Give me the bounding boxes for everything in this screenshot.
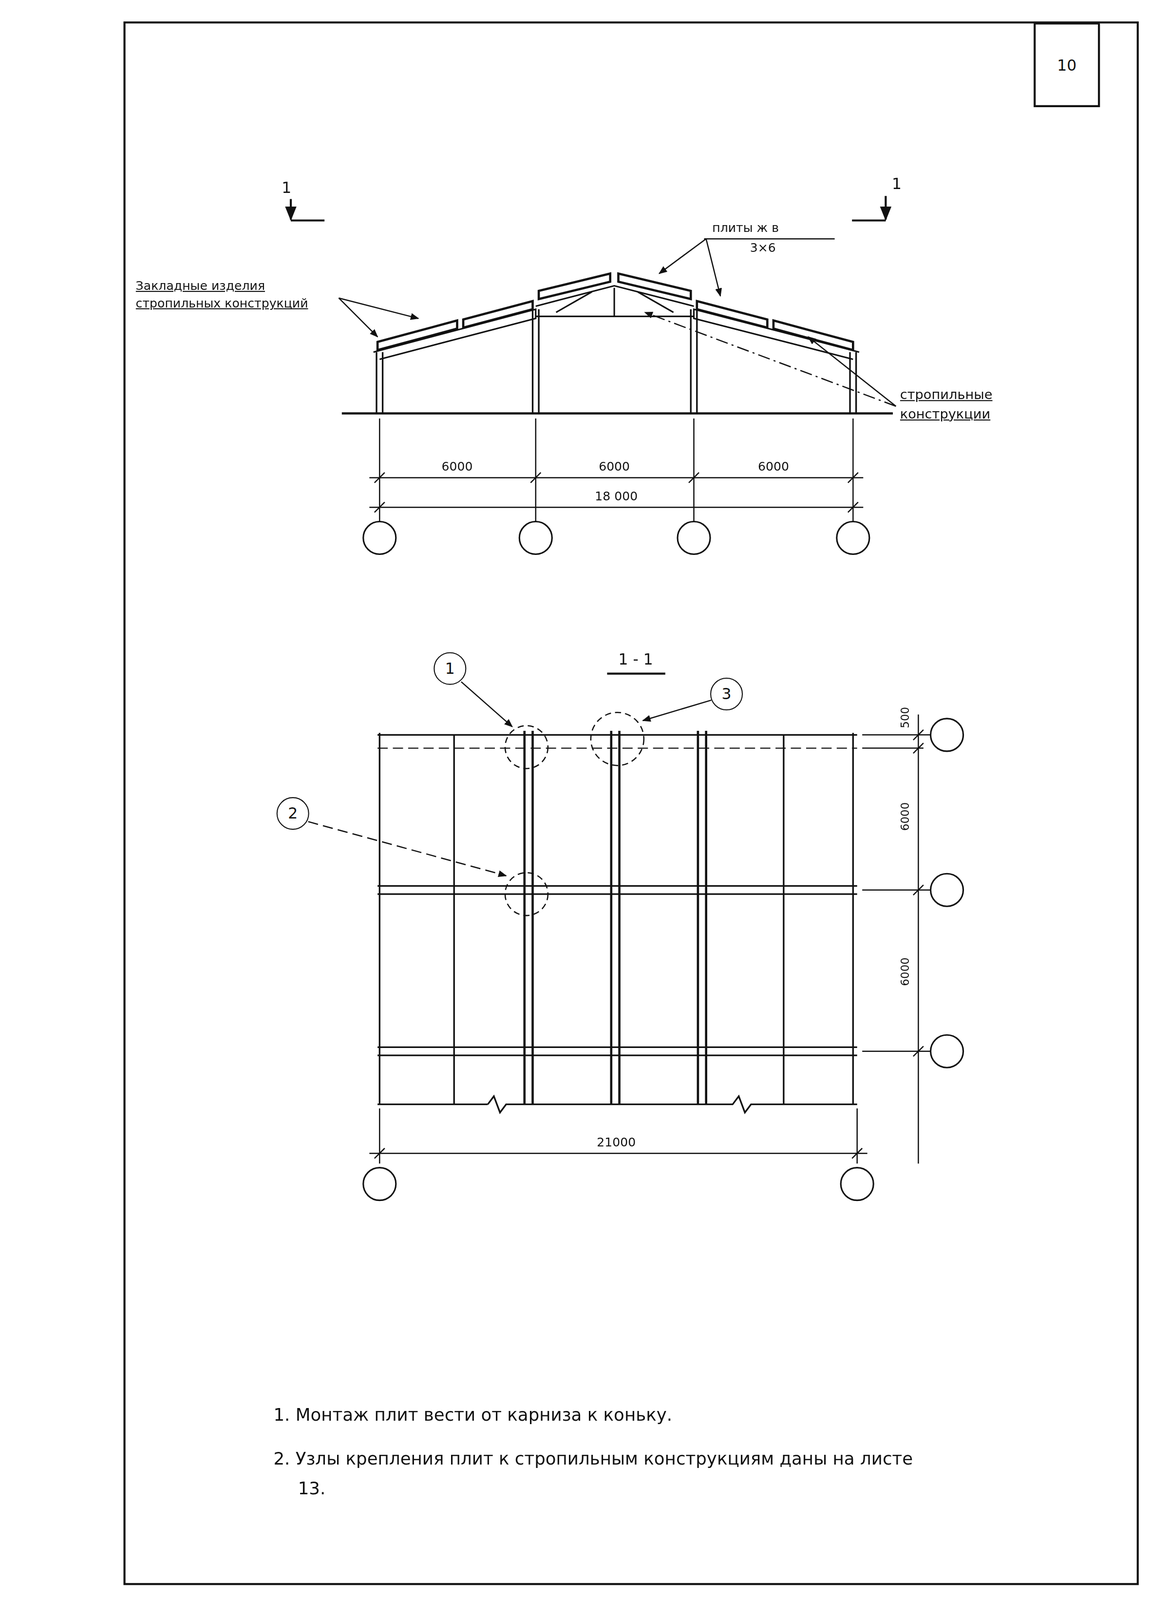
- part-label: стропильные конструкции: [900, 385, 1054, 425]
- dimension: 6000: [441, 460, 473, 475]
- note: 1. Монтаж плит вести от карниза к коньку…: [273, 1399, 673, 1430]
- section-mark: 1: [281, 179, 292, 198]
- callout-number: 1: [433, 652, 467, 685]
- node-text: 10: [1056, 55, 1077, 75]
- sheet-number-box: 10: [1033, 22, 1100, 108]
- section-title: 1 - 1: [618, 651, 653, 669]
- section-mark: 1: [891, 175, 902, 193]
- dimension: 6000: [598, 460, 630, 475]
- dimension: 500: [899, 704, 913, 731]
- node-text: 3: [721, 684, 732, 704]
- dimension: 6000: [757, 460, 790, 475]
- callout-number: 3: [710, 677, 743, 711]
- note: 2. Узлы крепления плит к стропильным кон…: [273, 1443, 921, 1503]
- callout-number: 2: [276, 796, 310, 830]
- dimension: 18 000: [594, 490, 638, 505]
- part-label: Закладные изделия стропильных конструкци…: [135, 277, 337, 314]
- dimension: 6000: [899, 799, 913, 833]
- dimension: 6000: [899, 955, 913, 988]
- node-text: 2: [287, 804, 298, 823]
- part-label: плиты ж в: [712, 221, 779, 236]
- dimension: 21000: [596, 1135, 636, 1150]
- part-label: 3×6: [750, 241, 776, 256]
- node-text: 1: [445, 659, 455, 678]
